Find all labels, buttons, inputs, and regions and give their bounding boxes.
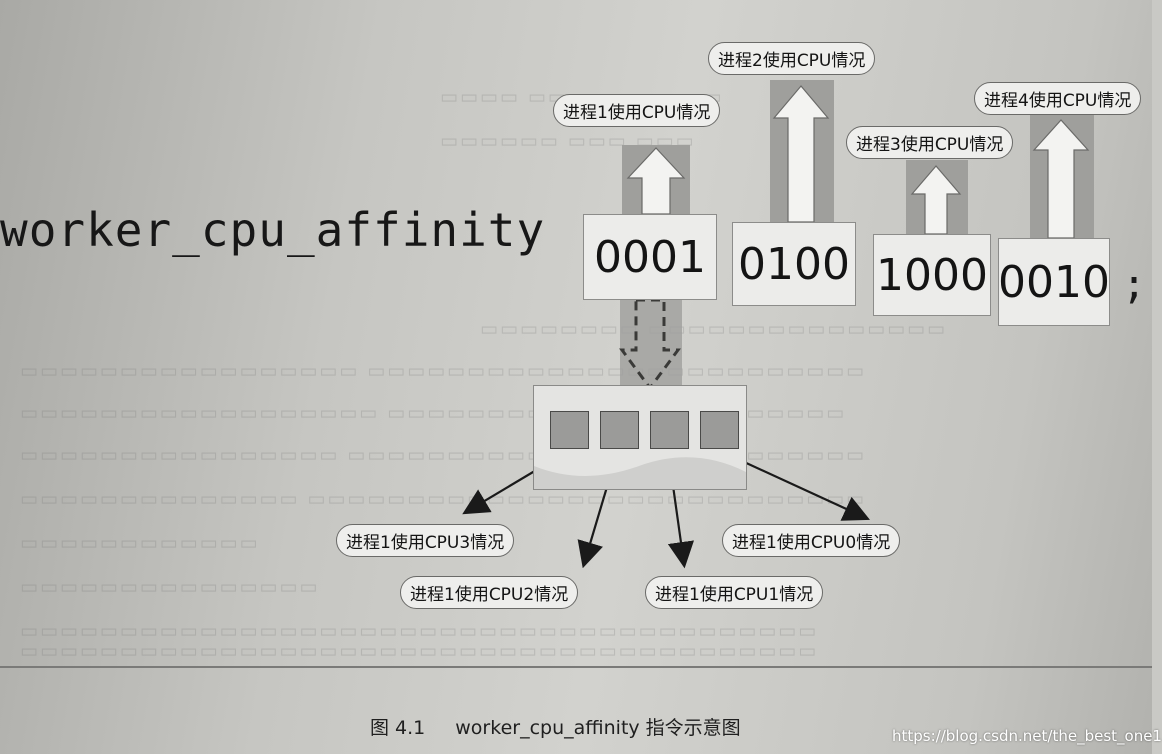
cpu-tag-2: 进程1使用CPU2情况 — [400, 576, 579, 609]
mask-box-3: 1000 — [873, 234, 991, 316]
mask-box-2: 0100 — [732, 222, 856, 306]
directive-terminator: ; — [1122, 262, 1147, 308]
cpu-tag-1: 进程1使用CPU1情况 — [645, 576, 824, 609]
figure-number: 图 4.1 — [370, 717, 426, 739]
mask-box-1: 0001 — [583, 214, 717, 300]
cpu-core-2 — [600, 411, 639, 449]
mask-box-4: 0010 — [998, 238, 1110, 326]
cpu-tag-0: 进程1使用CPU0情况 — [722, 524, 901, 557]
cpu-core-3 — [550, 411, 589, 449]
process-tag-3: 进程3使用CPU情况 — [846, 126, 1014, 159]
process-tag-4: 进程4使用CPU情况 — [974, 82, 1142, 115]
cpu-panel — [533, 385, 747, 490]
cpu-core-0 — [700, 411, 739, 449]
cpu-tag-3: 进程1使用CPU3情况 — [336, 524, 515, 557]
cpu-core-1 — [650, 411, 689, 449]
figure-title: worker_cpu_affinity 指令示意图 — [455, 717, 741, 739]
page-divider — [0, 666, 1152, 668]
figure-caption: 图 4.1 worker_cpu_affinity 指令示意图 — [370, 713, 741, 740]
directive-name: worker_cpu_affinity — [0, 203, 546, 257]
cpu-panel-wave — [534, 457, 746, 489]
dashed-down-arrow — [619, 298, 681, 391]
process-tag-2: 进程2使用CPU情况 — [708, 42, 876, 75]
band-down-arrow — [620, 298, 682, 386]
process-tag-1: 进程1使用CPU情况 — [553, 94, 721, 127]
watermark: https://blog.csdn.net/the_best_one1 — [892, 727, 1162, 745]
